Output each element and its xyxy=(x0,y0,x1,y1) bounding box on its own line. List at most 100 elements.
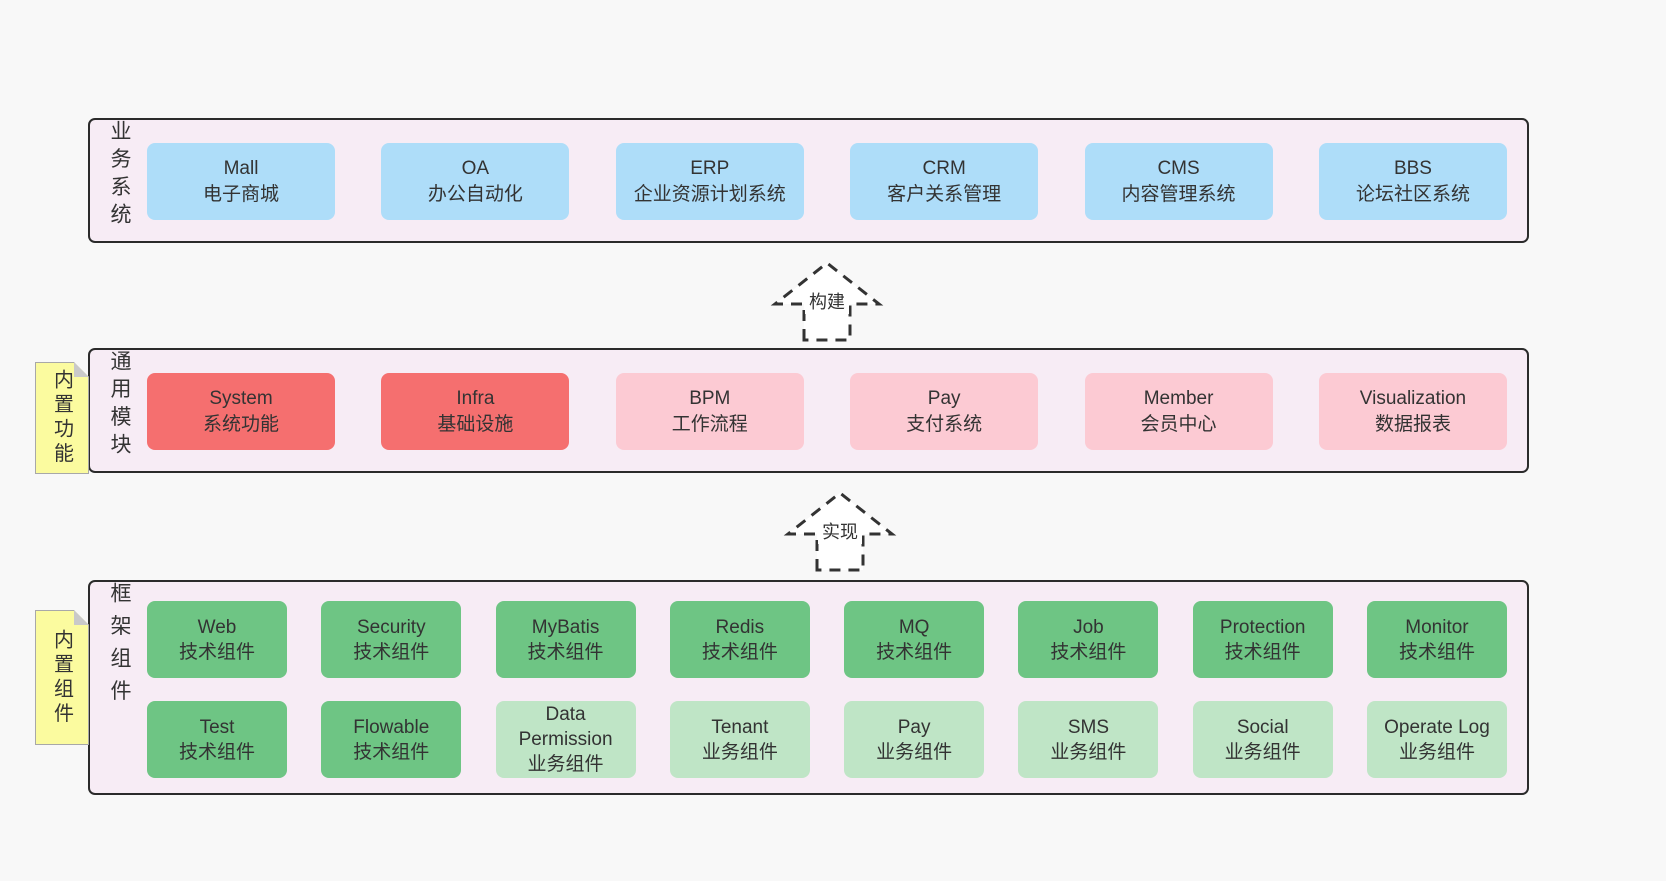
box-desc: 技术组件 xyxy=(701,641,778,663)
box-name: System xyxy=(209,387,273,409)
box-desc: 业务组件 xyxy=(876,741,953,763)
box-desc: 业务组件 xyxy=(1224,741,1301,763)
box-desc: 业务组件 xyxy=(1050,741,1127,763)
modules-boxes-row: System 系统功能 Infra 基础设施 BPM 工作流程 Pay 支付系统… xyxy=(147,373,1507,450)
box-name: Job xyxy=(1073,616,1104,638)
box-name: OA xyxy=(461,157,490,179)
box-name: Flowable xyxy=(353,716,430,738)
box-sms: SMS 业务组件 xyxy=(1018,701,1159,778)
box-mall: Mall 电子商城 xyxy=(147,143,335,220)
box-desc: 数据报表 xyxy=(1374,413,1451,435)
box-erp: ERP 企业资源计划系统 xyxy=(615,143,804,220)
box-name: BPM xyxy=(689,387,731,409)
layer-title-framework: 框架组件 xyxy=(108,582,131,713)
framework-row-2: Test 技术组件 Flowable 技术组件 Data Permission … xyxy=(147,701,1507,778)
box-web: Web 技术组件 xyxy=(147,601,287,678)
box-desc: 基础设施 xyxy=(437,413,514,435)
box-security: Security 技术组件 xyxy=(321,601,462,678)
box-desc: 业务组件 xyxy=(701,741,778,763)
box-name: Infra xyxy=(456,387,495,409)
build-arrow-label: 构建 xyxy=(805,287,849,314)
box-desc: 会员中心 xyxy=(1140,413,1217,435)
box-system: System 系统功能 xyxy=(147,373,335,450)
box-operate-log: Operate Log 业务组件 xyxy=(1366,701,1507,778)
box-pay-system: Pay 支付系统 xyxy=(850,373,1039,450)
box-crm: CRM 客户关系管理 xyxy=(850,143,1039,220)
box-desc: 技术组件 xyxy=(1050,641,1127,663)
box-pay-component: Pay 业务组件 xyxy=(844,701,985,778)
box-name: Social xyxy=(1236,716,1289,738)
box-desc: 内容管理系统 xyxy=(1121,183,1236,205)
box-mybatis: MyBatis 技术组件 xyxy=(495,601,636,678)
box-cms: CMS 内容管理系统 xyxy=(1084,143,1273,220)
box-desc: 技术组件 xyxy=(178,641,255,663)
framework-row-1: Web 技术组件 Security 技术组件 MyBatis 技术组件 Redi… xyxy=(147,601,1507,678)
box-desc: 技术组件 xyxy=(876,641,953,663)
box-desc: 工作流程 xyxy=(671,413,748,435)
box-member: Member 会员中心 xyxy=(1084,373,1273,450)
box-redis: Redis 技术组件 xyxy=(669,601,810,678)
box-name: Data Permission xyxy=(518,704,613,750)
layer-framework-components: 框架组件 Web 技术组件 Security 技术组件 MyBatis 技术组件… xyxy=(88,580,1529,795)
box-name: Security xyxy=(356,616,426,638)
box-job: Job 技术组件 xyxy=(1018,601,1159,678)
box-desc: 业务组件 xyxy=(527,754,604,775)
box-name: Pay xyxy=(897,716,931,738)
box-name: BBS xyxy=(1393,157,1432,179)
layer-common-modules: 通用模块 System 系统功能 Infra 基础设施 BPM 工作流程 Pay… xyxy=(88,348,1529,473)
layer-business-systems: 业务系统 Mall 电子商城 OA 办公自动化 ERP 企业资源计划系统 CRM… xyxy=(88,118,1529,243)
box-desc: 客户关系管理 xyxy=(887,183,1002,205)
box-bpm: BPM 工作流程 xyxy=(615,373,804,450)
box-desc: 技术组件 xyxy=(1398,641,1475,663)
box-name: Visualization xyxy=(1359,387,1467,409)
box-desc: 业务组件 xyxy=(1398,741,1475,763)
box-desc: 论坛社区系统 xyxy=(1355,183,1470,205)
box-data-permission: Data Permission 业务组件 xyxy=(495,701,636,778)
layer-title-modules: 通用模块 xyxy=(108,350,131,461)
box-desc: 技术组件 xyxy=(353,741,430,763)
box-desc: 企业资源计划系统 xyxy=(633,183,786,205)
box-mq: MQ 技术组件 xyxy=(844,601,985,678)
box-desc: 电子商城 xyxy=(202,183,279,205)
box-name: ERP xyxy=(690,157,730,179)
box-visualization: Visualization 数据报表 xyxy=(1318,373,1507,450)
box-name: MQ xyxy=(898,616,930,638)
box-name: Tenant xyxy=(711,716,769,738)
note-fold-icon xyxy=(74,362,89,377)
layer-title-business: 业务系统 xyxy=(108,120,131,231)
box-name: Member xyxy=(1143,387,1214,409)
note-built-in-components: 内置组件 xyxy=(35,610,89,745)
box-social: Social 业务组件 xyxy=(1192,701,1333,778)
box-name: MyBatis xyxy=(531,616,600,638)
build-arrow: 构建 xyxy=(757,256,897,342)
box-name: Test xyxy=(199,716,235,738)
box-desc: 办公自动化 xyxy=(427,183,523,205)
note-built-in-functions: 内置功能 xyxy=(35,362,89,474)
box-monitor: Monitor 技术组件 xyxy=(1366,601,1507,678)
box-name: CMS xyxy=(1157,157,1200,179)
box-name: Monitor xyxy=(1405,616,1469,638)
box-name: CRM xyxy=(922,157,966,179)
box-desc: 技术组件 xyxy=(353,641,430,663)
box-flowable: Flowable 技术组件 xyxy=(321,701,462,778)
box-desc: 技术组件 xyxy=(178,741,255,763)
box-desc: 技术组件 xyxy=(1224,641,1301,663)
box-oa: OA 办公自动化 xyxy=(381,143,570,220)
box-desc: 支付系统 xyxy=(906,413,983,435)
box-name: Protection xyxy=(1219,616,1306,638)
box-name: Web xyxy=(197,616,237,638)
box-name: Mall xyxy=(223,157,259,179)
implement-arrow: 实现 xyxy=(770,486,910,572)
box-desc: 系统功能 xyxy=(202,413,279,435)
box-name: Redis xyxy=(715,616,765,638)
box-name: Pay xyxy=(927,387,961,409)
box-name: SMS xyxy=(1067,716,1109,738)
box-bbs: BBS 论坛社区系统 xyxy=(1318,143,1507,220)
business-boxes-row: Mall 电子商城 OA 办公自动化 ERP 企业资源计划系统 CRM 客户关系… xyxy=(147,143,1507,220)
box-desc: 技术组件 xyxy=(527,641,604,663)
box-name: Operate Log xyxy=(1384,716,1490,738)
box-test: Test 技术组件 xyxy=(147,701,287,778)
box-protection: Protection 技术组件 xyxy=(1192,601,1333,678)
note-fold-icon xyxy=(74,610,89,625)
